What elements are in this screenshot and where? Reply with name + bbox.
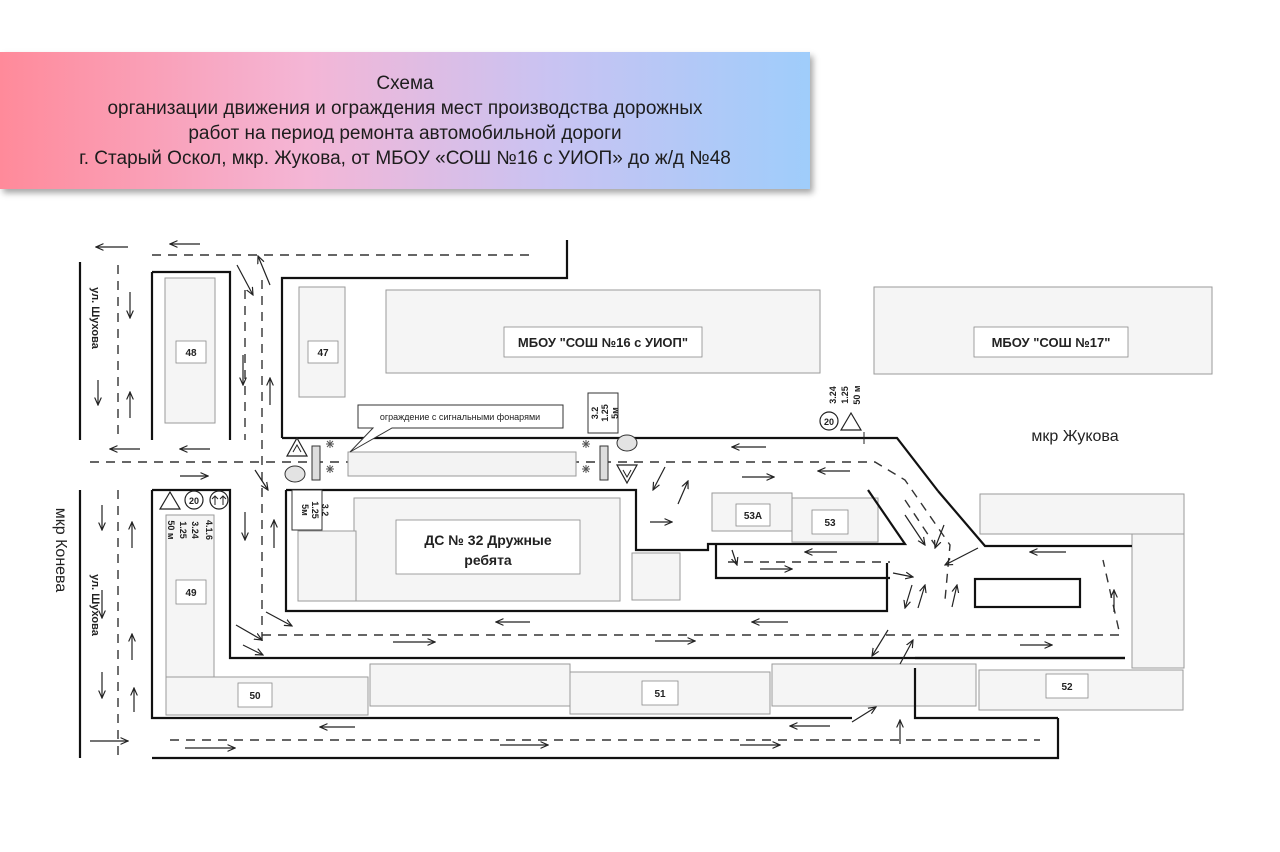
sign-farleft-l3: 1.25 bbox=[178, 521, 188, 539]
speed-limit-left: 20 bbox=[189, 496, 199, 506]
sign-group-right: 20 3.24 1.25 50 м bbox=[819, 385, 865, 444]
sign-mid-l3: 5м bbox=[610, 407, 620, 419]
school-16-label: МБОУ "СОШ №16 с УИОП" bbox=[518, 335, 688, 350]
signal-lamps bbox=[326, 440, 590, 473]
work-zone-fence bbox=[347, 451, 577, 477]
barrier-right bbox=[599, 445, 609, 481]
building-52-top bbox=[979, 493, 1185, 535]
title-line-1: Схема bbox=[376, 72, 434, 94]
sign-farleft-l2: 3.24 bbox=[190, 521, 200, 539]
building-51-label: 51 bbox=[654, 689, 666, 700]
sign-right-l2: 1.25 bbox=[840, 386, 850, 404]
sign-farleft-l1: 4.1.6 bbox=[204, 520, 214, 540]
building-53a-label: 53А bbox=[744, 511, 762, 522]
building-53-label: 53 bbox=[824, 518, 836, 529]
sign-right-l1: 3.24 bbox=[828, 386, 838, 404]
fence-callout-bubble bbox=[349, 404, 564, 453]
title-line-2: организации движения и ограждения мест п… bbox=[107, 97, 703, 119]
sign-left-bottom-l1: 5м bbox=[300, 504, 310, 516]
title-line-3: работ на период ремонта автомобильной до… bbox=[188, 122, 622, 144]
building-48-label: 48 bbox=[185, 348, 197, 359]
kindergarten-label-line2: ребята bbox=[464, 552, 512, 568]
fence-callout-text: ограждение с сигнальными фонарями bbox=[380, 412, 540, 422]
building-50-label: 50 bbox=[249, 691, 261, 702]
district-label-koneva: мкр Конева bbox=[52, 508, 69, 593]
sign-left-bottom-l3: 3.2 bbox=[320, 504, 330, 517]
kindergarten-label-line1: ДС № 32 Дружные bbox=[424, 532, 552, 548]
diagram-title-banner: Схема организации движения и ограждения … bbox=[0, 52, 810, 189]
building-annex-left bbox=[297, 530, 357, 602]
road-edges bbox=[78, 240, 1132, 760]
building-52-label: 52 bbox=[1061, 682, 1073, 693]
building-annex-right bbox=[631, 552, 681, 601]
building-47-label: 47 bbox=[317, 348, 329, 359]
sign-right-l3: 50 м bbox=[852, 385, 862, 405]
barrier-left bbox=[311, 445, 321, 481]
street-label-shukhova-top: ул. Шухова bbox=[89, 287, 101, 350]
sign-farleft-l4: 50 м bbox=[166, 520, 176, 540]
building-52-side bbox=[1131, 533, 1185, 669]
speed-limit-right: 20 bbox=[824, 417, 834, 427]
sign-group-far-left: 20 50 м 1.25 3.24 4.1.6 bbox=[158, 490, 229, 540]
school-17-label: МБОУ "СОШ №17" bbox=[992, 335, 1111, 350]
building-segment-b bbox=[771, 663, 977, 707]
building-49-label: 49 bbox=[185, 588, 197, 599]
building-segment-a bbox=[369, 663, 571, 707]
sign-group-left: 5м 1.25 3.2 bbox=[284, 436, 330, 531]
traffic-arrows bbox=[90, 244, 1114, 748]
district-label-zhukova: мкр Жукова bbox=[1031, 428, 1118, 445]
street-label-shukhova-bottom: ул. Шухова bbox=[89, 574, 101, 637]
sign-mid-l1: 3.2 bbox=[590, 407, 600, 420]
sign-left-bottom-l2: 1.25 bbox=[310, 501, 320, 519]
sign-group-mid: 3.2 1.25 5м bbox=[587, 392, 639, 485]
title-line-4: г. Старый Оскол, мкр. Жукова, от МБОУ «С… bbox=[79, 147, 731, 169]
sign-mid-l2: 1.25 bbox=[600, 404, 610, 422]
